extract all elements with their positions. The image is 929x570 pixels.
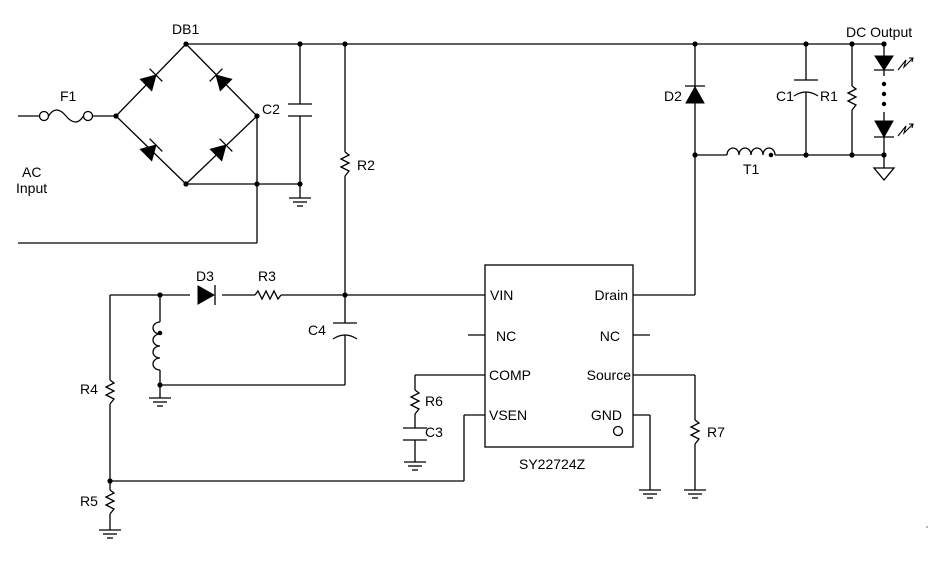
stray-mark	[926, 526, 928, 528]
r4-label: R4	[80, 381, 98, 397]
r5-label: R5	[80, 493, 98, 509]
ic-part-number: SY22724Z	[519, 456, 586, 472]
pin-gnd-label: GND	[591, 407, 622, 423]
bridge-diode-bottom-right	[209, 138, 233, 162]
capacitor-c2: C2	[262, 101, 312, 117]
d2-label: D2	[664, 88, 682, 104]
ground-icon	[404, 461, 426, 471]
ground-triangle-icon	[872, 167, 896, 182]
wires	[18, 43, 885, 530]
resistor-r4: R4	[80, 379, 116, 405]
ground-icon	[639, 489, 661, 499]
bridge-diode-top-left	[139, 68, 163, 92]
r2-label: R2	[357, 157, 375, 173]
pin-comp-label: COMP	[489, 367, 531, 383]
db1-label: DB1	[172, 21, 199, 37]
ground-icon	[684, 489, 706, 499]
led-ellipsis	[881, 81, 887, 107]
pin-vin-label: VIN	[490, 287, 513, 303]
t1-label: T1	[743, 161, 760, 177]
pin-source-label: Source	[587, 367, 632, 383]
resistor-r3: R3	[254, 268, 282, 301]
r7-label: R7	[707, 424, 725, 440]
pin-nc-right-label: NC	[600, 328, 620, 344]
r6-label: R6	[425, 393, 443, 409]
bridge-diode-top-right	[209, 68, 233, 92]
bridge-rectifier-db1: DB1	[115, 21, 258, 185]
pin-vsen-label: VSEN	[489, 407, 527, 423]
r1-label: R1	[820, 88, 838, 104]
ground-icon	[99, 529, 121, 539]
r3-label: R3	[258, 268, 276, 284]
led-top	[874, 55, 914, 71]
d3-label: D3	[196, 268, 214, 284]
c2-label: C2	[262, 101, 280, 117]
resistor-r2: R2	[339, 151, 375, 177]
diode-d3: D3	[196, 268, 216, 305]
c3-label: C3	[425, 424, 443, 440]
ac-input-label-line1: AC	[22, 164, 41, 180]
resistor-r7: R7	[689, 419, 725, 445]
capacitor-c1: C1	[776, 79, 819, 104]
f1-label: F1	[60, 88, 77, 104]
ground-icon	[289, 197, 311, 207]
diode-d2: D2	[664, 85, 705, 104]
fuse-f1: F1	[38, 88, 94, 123]
transformer-t1: T1	[726, 147, 776, 177]
c4-label: C4	[308, 322, 326, 338]
resistor-r1: R1	[820, 85, 858, 111]
pin-drain-label: Drain	[595, 287, 628, 303]
ac-input-label-line2: Input	[16, 180, 47, 196]
bridge-diode-bottom-left	[139, 138, 163, 162]
capacitor-c4: C4	[308, 322, 358, 340]
ground-icon	[149, 397, 171, 407]
auxiliary-winding-inductor	[152, 321, 161, 371]
resistor-r6: R6	[409, 389, 443, 415]
capacitor-c3: C3	[403, 424, 443, 441]
dc-output-label: DC Output	[846, 24, 912, 40]
ic-sy22724z: VIN NC COMP VSEN Drain NC Source GND SY2…	[484, 264, 634, 472]
led-bottom	[874, 120, 914, 139]
c1-label: C1	[776, 88, 794, 104]
resistor-r5: R5	[80, 489, 116, 515]
pin-nc-left-label: NC	[496, 328, 516, 344]
